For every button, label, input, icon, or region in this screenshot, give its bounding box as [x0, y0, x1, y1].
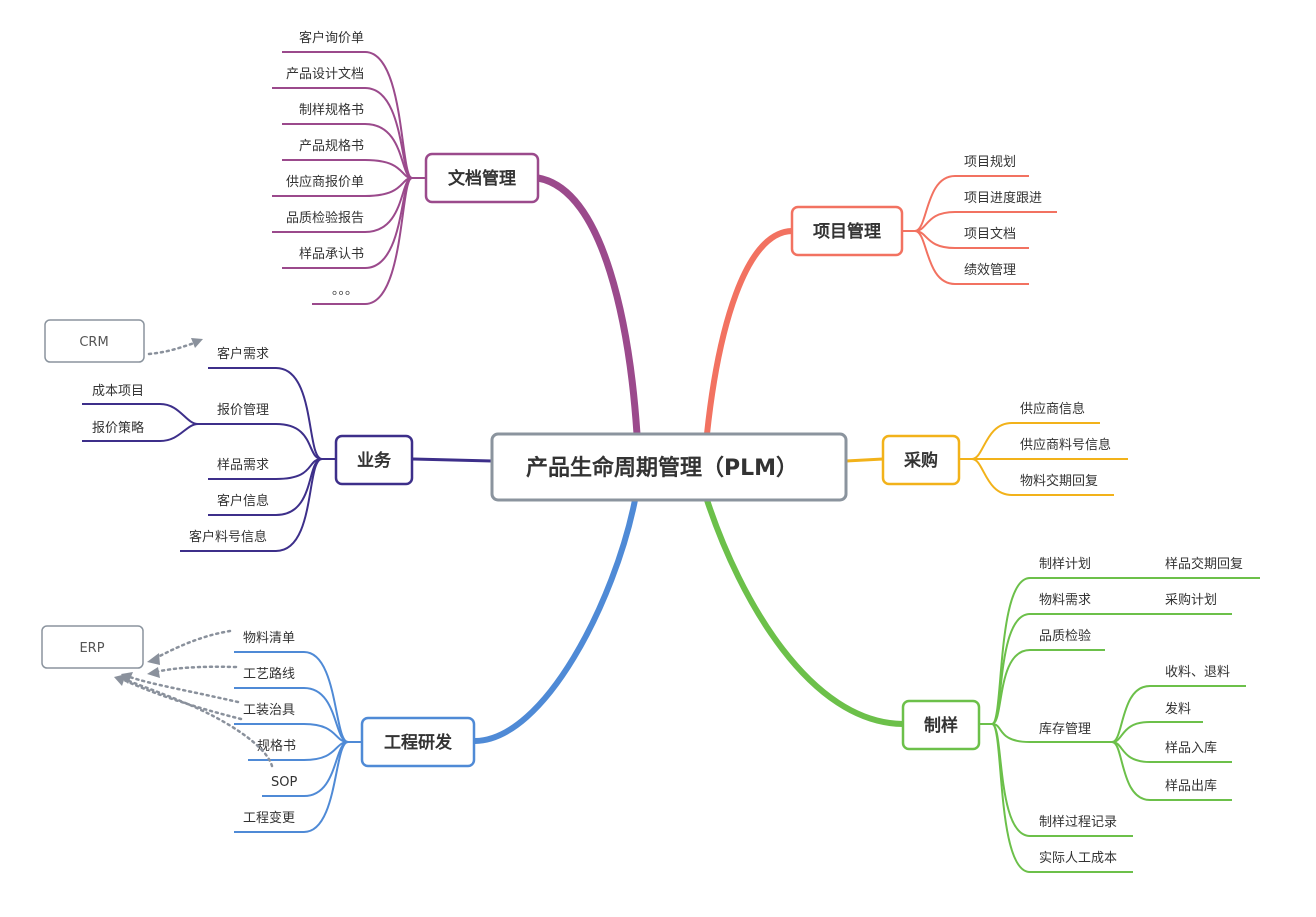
sample-plan-subitem[interactable]: 样品交期回复	[1165, 556, 1243, 572]
project-topic[interactable]: 项目管理	[790, 205, 904, 257]
sample-items: 制样计划 物料需求 品质检验 库存管理 制样过程记录 实际人工成本 样品交期回复…	[1039, 556, 1243, 866]
connector-doc	[534, 174, 641, 438]
crm-link	[147, 338, 203, 356]
sales-item[interactable]: 样品需求	[217, 458, 269, 473]
doc-item[interactable]: 客户询价单	[299, 30, 364, 46]
sample-item[interactable]: 制样过程记录	[1039, 815, 1117, 830]
project-item[interactable]: 绩效管理	[964, 263, 1016, 278]
purchase-topic-label: 采购	[903, 450, 938, 471]
stock-subitem[interactable]: 样品入库	[1165, 740, 1217, 756]
erp-arrowheads	[114, 653, 160, 686]
doc-item-ellipsis[interactable]: 。。。	[332, 283, 358, 298]
purchase-item[interactable]: 供应商料号信息	[1020, 437, 1111, 453]
central-topic-label: 产品生命周期管理（PLM）	[526, 455, 798, 481]
erp-box[interactable]: ERP	[41, 625, 144, 669]
branch-purchase	[959, 422, 1128, 496]
sales-item[interactable]: 报价管理	[217, 403, 269, 418]
engineering-topic[interactable]: 工程研发	[360, 716, 476, 768]
purchase-item[interactable]: 物料交期回复	[1020, 473, 1098, 489]
sample-item[interactable]: 制样计划	[1039, 557, 1091, 572]
engineering-item[interactable]: SOP	[271, 775, 297, 790]
engineering-items: 物料清单 工艺路线 工装治具 规格书 SOP 工程变更	[243, 631, 297, 826]
sample-topic[interactable]: 制样	[901, 699, 981, 751]
purchase-item[interactable]: 供应商信息	[1020, 401, 1085, 417]
sample-item[interactable]: 库存管理	[1039, 721, 1091, 737]
branch-project	[902, 175, 1057, 285]
main-connectors	[411, 174, 906, 744]
engineering-item[interactable]: 工装治具	[243, 703, 295, 718]
doc-item[interactable]: 产品规格书	[299, 138, 364, 154]
connector-project	[704, 228, 795, 437]
engineering-item[interactable]: 物料清单	[243, 631, 295, 646]
sales-topic[interactable]: 业务	[334, 434, 414, 486]
doc-item[interactable]: 样品承认书	[299, 247, 364, 262]
stock-subitem[interactable]: 样品出库	[1165, 778, 1217, 794]
doc-topic[interactable]: 文档管理	[424, 152, 540, 204]
sales-item[interactable]: 客户信息	[217, 493, 269, 509]
engineering-item[interactable]: 工程变更	[243, 810, 295, 826]
sample-topic-label: 制样	[924, 715, 958, 736]
sample-item[interactable]: 品质检验	[1039, 628, 1091, 644]
sales-items: 客户需求 报价管理 样品需求 客户信息 客户料号信息 成本项目 报价策略	[92, 346, 269, 545]
sales-subitem[interactable]: 成本项目	[92, 384, 144, 399]
engineering-topic-label: 工程研发	[384, 732, 453, 753]
branch-engineering	[234, 651, 362, 833]
crm-box[interactable]: CRM	[44, 319, 145, 363]
branch-sales	[82, 367, 336, 552]
doc-item[interactable]: 产品设计文档	[286, 67, 364, 82]
engineering-item[interactable]: 规格书	[257, 738, 296, 754]
sample-item[interactable]: 物料需求	[1039, 593, 1091, 608]
sales-topic-label: 业务	[357, 450, 392, 471]
sample-item[interactable]: 实际人工成本	[1039, 851, 1117, 866]
doc-item[interactable]: 制样规格书	[299, 102, 364, 118]
project-topic-label: 项目管理	[813, 221, 881, 242]
sales-subitem[interactable]: 报价策略	[92, 420, 144, 436]
doc-items: 客户询价单 产品设计文档 制样规格书 产品规格书 供应商报价单 品质检验报告 样…	[286, 30, 364, 298]
branch-doc	[272, 51, 426, 305]
project-item[interactable]: 项目规划	[964, 155, 1016, 170]
stock-subitem[interactable]: 发料	[1165, 701, 1191, 717]
project-item[interactable]: 项目进度跟进	[964, 190, 1042, 206]
sales-item[interactable]: 客户料号信息	[189, 529, 267, 545]
connector-sample	[704, 497, 906, 727]
sales-item[interactable]: 客户需求	[217, 346, 269, 362]
doc-item[interactable]: 供应商报价单	[286, 174, 364, 190]
connector-sales	[411, 457, 494, 463]
project-items: 项目规划 项目进度跟进 项目文档 绩效管理	[964, 155, 1042, 278]
purchase-topic[interactable]: 采购	[881, 434, 961, 486]
purchase-items: 供应商信息 供应商料号信息 物料交期回复	[1020, 401, 1111, 489]
doc-topic-label: 文档管理	[448, 168, 516, 189]
project-item[interactable]: 项目文档	[964, 227, 1016, 242]
sample-material-subitem[interactable]: 采购计划	[1165, 592, 1217, 608]
central-topic[interactable]: 产品生命周期管理（PLM）	[490, 432, 848, 502]
engineering-item[interactable]: 工艺路线	[243, 666, 295, 682]
erp-links	[120, 629, 274, 768]
connector-purchase	[844, 457, 885, 463]
doc-item[interactable]: 品质检验报告	[286, 210, 364, 226]
branch-sample	[979, 577, 1260, 873]
crm-label: CRM	[79, 335, 108, 350]
stock-subitem[interactable]: 收料、退料	[1165, 665, 1230, 680]
erp-label: ERP	[79, 641, 104, 656]
connector-engineering	[472, 497, 638, 744]
